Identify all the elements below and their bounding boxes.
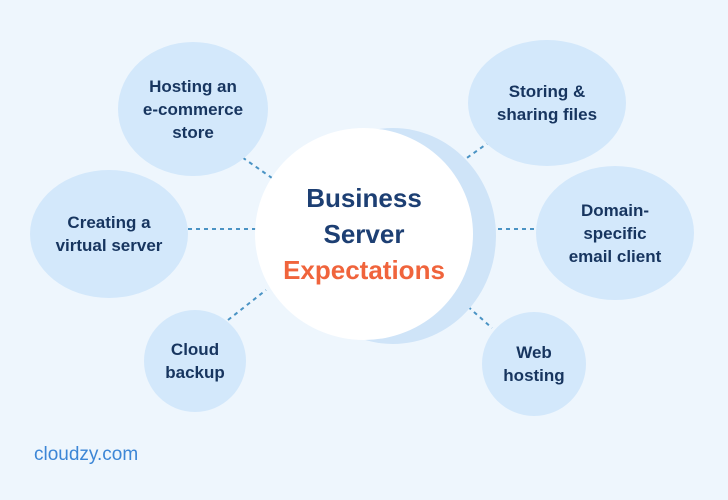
brand-link[interactable]: cloudzy.com [34, 444, 139, 465]
connector-storing-files [453, 142, 489, 168]
bubble-web-hosting-label: Web hosting [503, 343, 565, 385]
bubble-virtual-server-label: Creating a virtual server [55, 213, 163, 255]
bubble-email-client: Domain- specific email client [536, 166, 694, 300]
bubble-cloud-backup: Cloud backup [144, 310, 246, 412]
center-node: Business Server Expectations [255, 128, 473, 340]
center-highlight: Expectations [283, 255, 445, 285]
center-title: Business Server [306, 183, 422, 249]
bubble-email-client-label: Domain- specific email client [568, 200, 662, 266]
bubble-storing-files: Storing & sharing files [468, 40, 626, 166]
bubble-ecommerce-label: Hosting an e-commerce store [142, 76, 244, 142]
bubble-virtual-server: Creating a virtual server [30, 170, 188, 298]
connector-cloud-backup [227, 289, 267, 321]
bubble-storing-files-label: Storing & sharing files [496, 82, 598, 124]
bubble-web-hosting: Web hosting [482, 312, 586, 416]
bubble-cloud-backup-label: Cloud backup [165, 340, 225, 382]
bubble-ecommerce: Hosting an e-commerce store [118, 42, 268, 176]
